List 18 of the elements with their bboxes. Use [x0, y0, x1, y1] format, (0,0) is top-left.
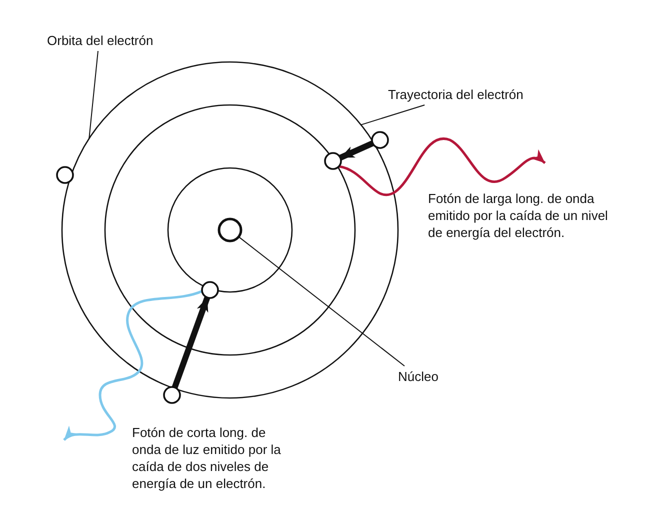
nucleus-circle [218, 218, 242, 242]
nucleus-label: Núcleo [398, 368, 438, 385]
leader-line [360, 104, 426, 126]
electron-circle [163, 386, 181, 404]
electron-circle [56, 166, 74, 184]
wavy-arrow [338, 138, 546, 196]
leader-line [238, 236, 405, 366]
orbit-circle [167, 167, 293, 293]
orbit-circle [104, 104, 356, 356]
photon-caption: Fotón de larga long. de onda emitido por la caída de un nivel de energía del electrón. [428, 190, 609, 241]
jump-arrow [339, 140, 374, 160]
wavy-arrow [63, 290, 203, 441]
orbit-label: Orbita del electrón [47, 32, 154, 49]
electron-circle [371, 131, 389, 149]
photon-caption: Fotón de corta long. de onda de luz emitido por la caída de dos niveles de energía de un electrón. [132, 424, 282, 492]
trajectory-label: Trayectoria del electrón [388, 86, 524, 103]
leader-line [88, 50, 98, 140]
jump-arrow [172, 296, 210, 389]
